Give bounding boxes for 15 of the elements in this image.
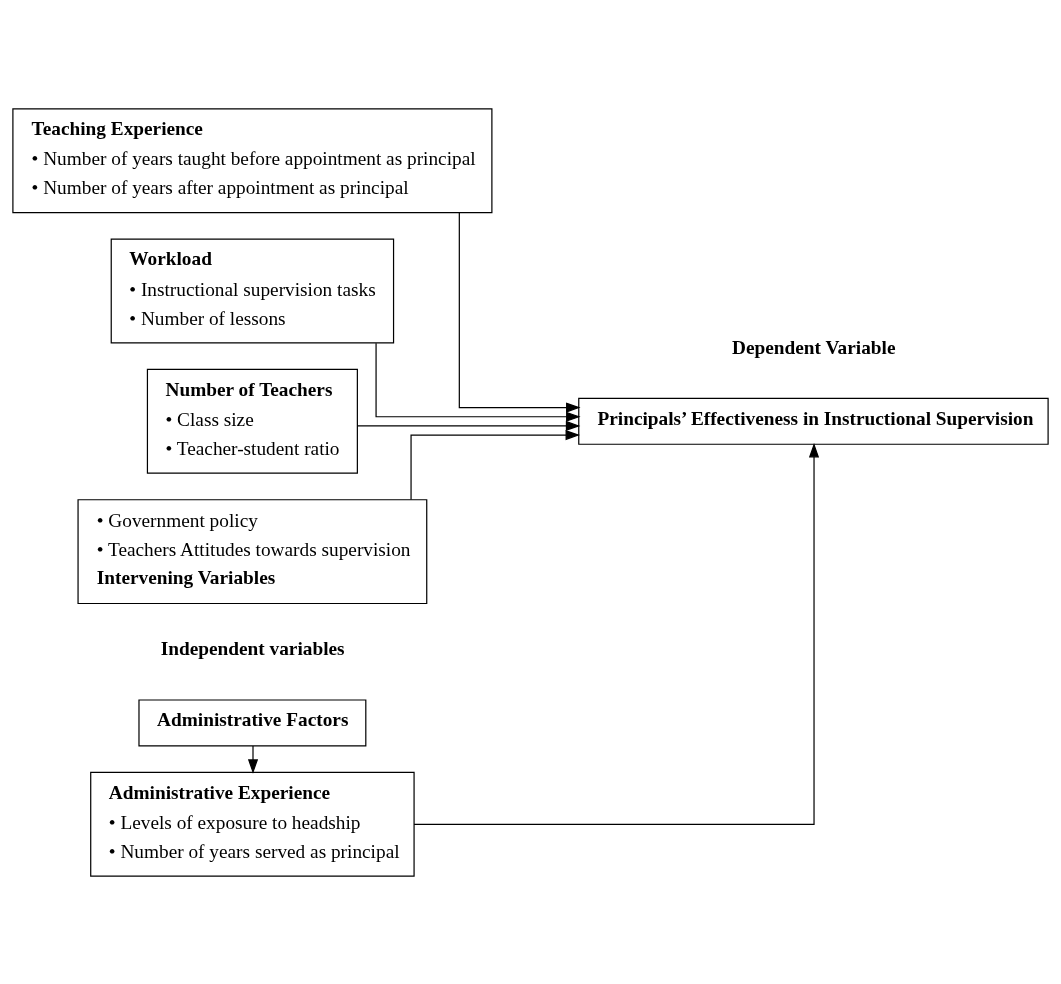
arrow <box>357 420 581 431</box>
arrow <box>375 342 581 422</box>
node-box: Administrative Experience • Levels of exposure to headship • Number of years served as principal <box>90 771 415 877</box>
arrow <box>410 429 581 500</box>
label: Dependent Variable <box>731 336 896 358</box>
node-box: Teaching Experience • Number of years taught before appointment as principal • Number of years after appointment as principal <box>12 107 493 213</box>
label: Independent variables <box>160 637 345 659</box>
node-box: Principals’ Effectiveness in Instructional Supervision <box>578 397 1049 445</box>
node-box: Workload • Instructional supervision tasks • Number of lessons <box>110 238 395 343</box>
arrow <box>247 744 259 774</box>
node-box: • Government policy • Teachers Attitudes towards supervision Intervening Variables <box>77 498 428 604</box>
node-box: Administrative Factors <box>138 698 367 746</box>
arrow <box>413 442 820 825</box>
node-box: Number of Teachers • Class size • Teacher-student ratio <box>146 368 358 474</box>
arrow <box>458 211 581 413</box>
